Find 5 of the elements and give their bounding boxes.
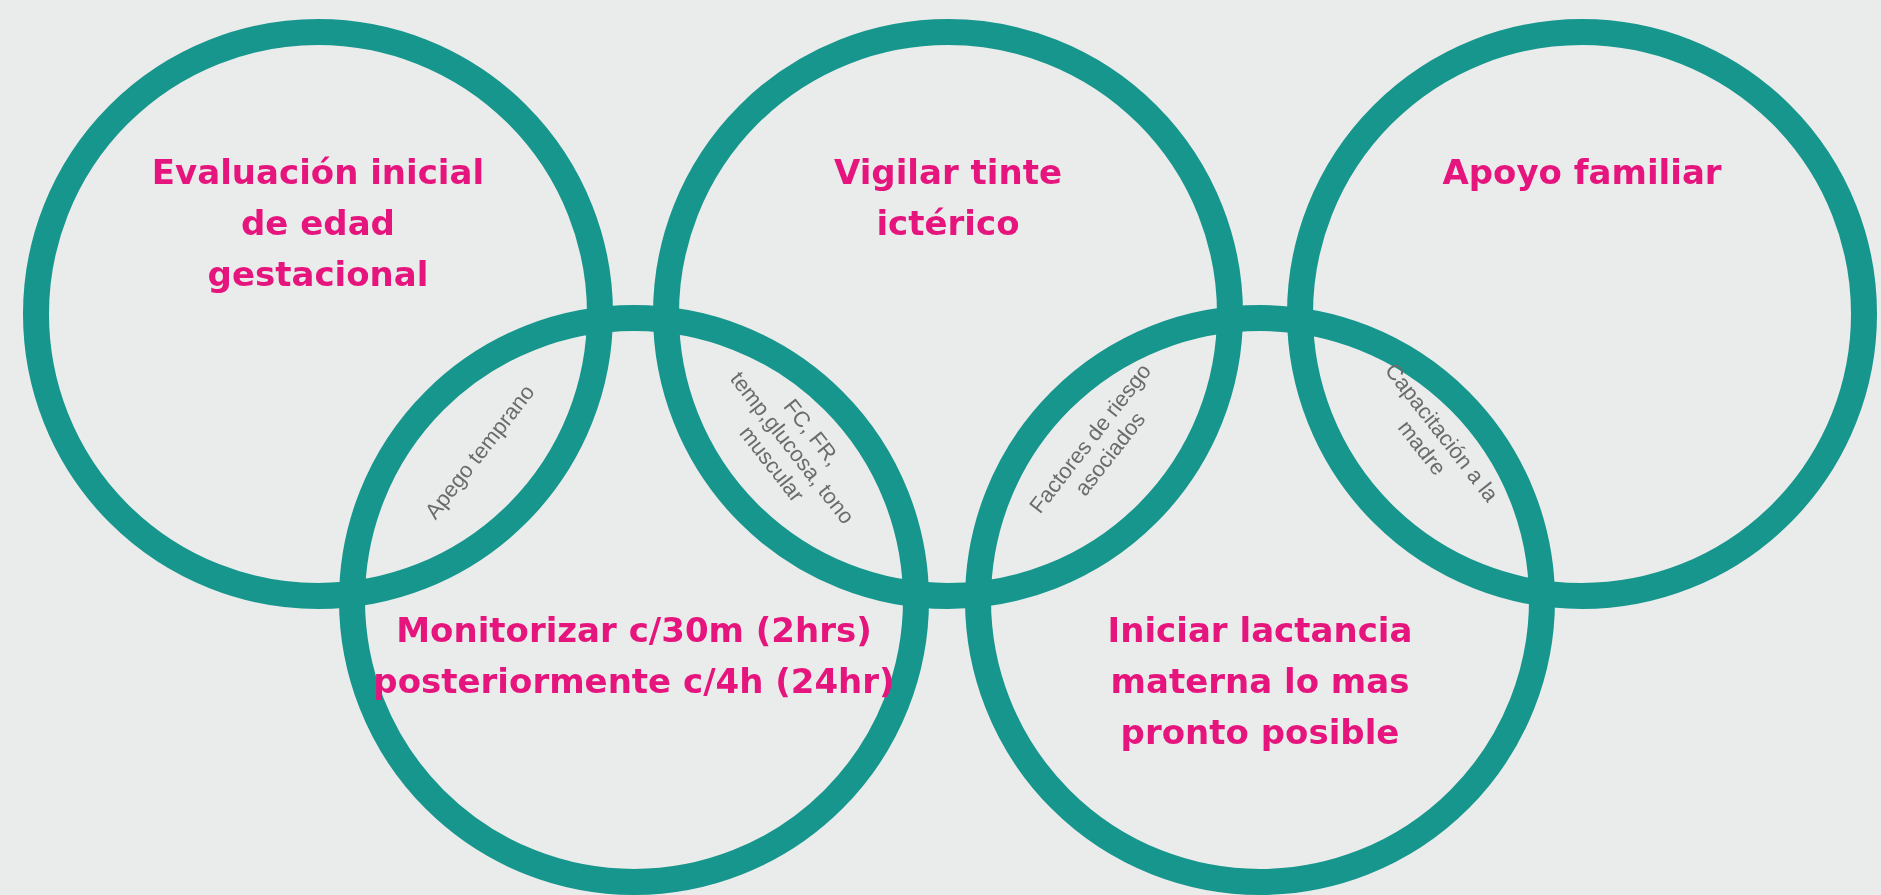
circle-heading: Iniciar lactancia materna lo mas pronto posible [1106,609,1414,754]
circle-heading: Evaluación inicial de edad gestacional [150,151,486,296]
circle-heading: Apoyo familiar [1441,151,1723,194]
circle-heading: Monitorizar c/30m (2hrs) posteriormente c/4h (24hr) [372,609,896,703]
circle-heading: Vigilar tinte ictérico [833,151,1063,245]
